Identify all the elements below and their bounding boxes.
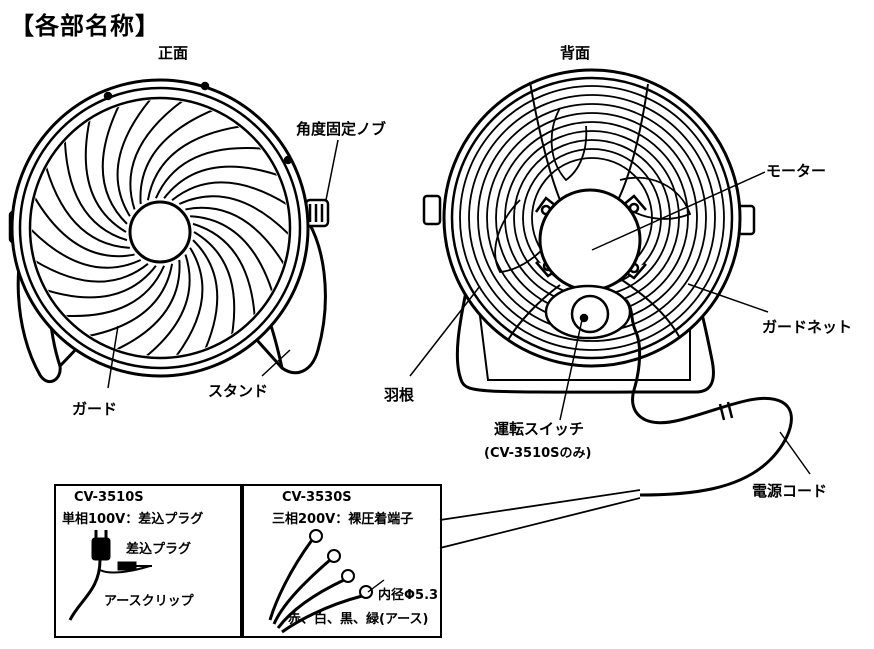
label-stand: スタンド xyxy=(208,382,269,400)
front-view-caption: 正面 xyxy=(158,44,189,62)
guard-swirl-line xyxy=(185,206,288,277)
guard-swirl-line xyxy=(116,100,156,217)
label-power-cord: 電源コード xyxy=(752,482,828,500)
inset-left-plug-label: 差込プラグ xyxy=(126,542,192,557)
inset-right-model: CV-3530S xyxy=(282,490,352,505)
inset-box-cv3530s xyxy=(240,484,442,638)
inset-right-colors: 赤、白、黒、緑(アース) xyxy=(288,612,429,627)
inset-left-spec: 単相100V：差込プラグ xyxy=(62,512,204,527)
guard-swirl-line xyxy=(163,165,288,199)
back-view-caption: 背面 xyxy=(560,44,591,62)
label-guard: ガード xyxy=(72,400,118,418)
front-hub xyxy=(128,200,192,264)
inset-left-clip-label: アースクリップ xyxy=(104,594,194,609)
guard-swirl-line xyxy=(32,252,149,283)
motor-shape xyxy=(538,188,642,292)
guard-swirl-line xyxy=(146,124,248,201)
guard-swirl-line xyxy=(101,100,128,225)
guard-swirl-line xyxy=(100,259,181,356)
guard-swirl-line xyxy=(154,147,271,199)
guard-swirl-line xyxy=(32,265,157,299)
inset-drawings xyxy=(68,529,385,634)
front-fan xyxy=(8,78,330,384)
guard-swirl-line xyxy=(171,181,288,212)
section-title: 【各部名称】 xyxy=(10,12,160,40)
guard-swirl-line xyxy=(129,100,189,210)
guard-swirl-line xyxy=(32,219,142,269)
guard-swirl-line xyxy=(178,195,288,245)
label-blade: 羽根 xyxy=(384,386,415,404)
guard-swirl-line xyxy=(42,157,130,249)
label-motor: モーター xyxy=(766,162,827,180)
guard-swirl-line xyxy=(63,132,128,242)
label-angle-knob: 角度固定ノブ xyxy=(296,120,387,138)
power-cord xyxy=(624,299,793,497)
inset-right-diameter: 内径Φ5.3 xyxy=(378,588,439,603)
guard-swirl-line xyxy=(49,265,166,317)
guard-swirl-line xyxy=(32,187,135,258)
guard-swirl-line xyxy=(84,112,127,233)
guard-swirl-line xyxy=(139,106,220,205)
guard-net-ring xyxy=(468,94,716,342)
label-guard-net: ガードネット xyxy=(762,318,853,336)
guard-swirl-line xyxy=(72,263,174,340)
guard-swirl-line xyxy=(190,215,278,307)
inset-left-model: CV-3510S xyxy=(74,490,144,505)
switch-knob xyxy=(570,294,610,334)
front-stand-right-leg xyxy=(260,209,327,374)
back-fan xyxy=(422,68,793,497)
label-switch-note: (CV-3510Sのみ) xyxy=(484,446,592,461)
guard-swirl-line xyxy=(192,222,257,332)
guard-swirl-line xyxy=(192,239,219,356)
leader-lines xyxy=(107,139,811,549)
guard-swirl-line xyxy=(193,231,236,352)
guard-net-ring xyxy=(459,85,725,351)
inset-right-spec: 三相200V：裸圧着端子 xyxy=(272,512,414,527)
inset-box-cv3510s xyxy=(54,484,244,638)
label-switch: 運転スイッチ xyxy=(494,420,585,438)
